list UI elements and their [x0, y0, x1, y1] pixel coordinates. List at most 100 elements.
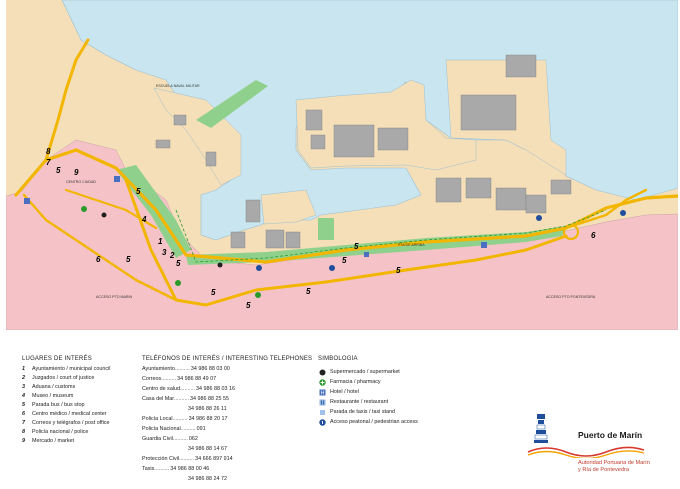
phone-item: Taxis..........34 986 88 00 46	[142, 465, 209, 473]
interest-number: 3	[22, 384, 25, 390]
interest-text: Juzgados / court of justice	[32, 375, 95, 381]
symbol-text: Farmacia / pharmacy	[330, 379, 381, 385]
phone-leader-dots: ..........	[180, 426, 196, 432]
marker-4: 4	[141, 215, 147, 224]
hotel-icon	[114, 176, 120, 182]
phone-item: Casa del Mar..........34 986 88 25 55	[142, 395, 229, 403]
interest-text: Ayuntamiento / municipal council	[32, 366, 111, 372]
phone-item: Correos..........34 986 88 49 07	[142, 375, 216, 383]
hotel-icon	[24, 198, 30, 204]
interest-number: 6	[22, 411, 25, 417]
marker-5a: 5	[56, 166, 61, 175]
phone-item: 34 986 88 14 67	[142, 445, 227, 453]
symbols-title: SIMBOLOGIA	[318, 356, 358, 362]
phone-item: Guardia Civil..........062	[142, 435, 198, 443]
interest-text: Correos y telégrafos / post office	[32, 420, 110, 426]
phone-number: 34 666 897 914	[195, 456, 233, 462]
symbol-text: Acceso peatonal / pedestrian access	[330, 419, 418, 425]
pharmacy-icon	[318, 378, 326, 386]
interest-number: 2	[22, 375, 25, 381]
marker-5c: 5	[126, 255, 131, 264]
supermarket-icon	[318, 368, 326, 376]
symbol-text: Parada de taxis / taxi stand	[330, 409, 396, 415]
north-access-road	[44, 38, 90, 162]
phone-item: Ayuntamiento..........34 986 88 03 00	[142, 365, 230, 373]
lower-road	[22, 193, 178, 302]
phone-leader-dots: ..........	[161, 376, 177, 382]
map-symbols	[24, 176, 626, 298]
south-access-road	[124, 178, 568, 307]
phone-number: 34 986 88 25 55	[190, 396, 230, 402]
interest-text: Mercado / market	[32, 438, 74, 444]
phone-name: Policía Nacional	[142, 426, 181, 432]
marker-5b: 5	[136, 187, 141, 196]
phone-leader-dots: ..........	[154, 466, 170, 472]
phone-number: 34 986 88 26 11	[188, 406, 227, 412]
label-escuela-naval: ESCUELA NAVAL MILITAR	[156, 84, 200, 88]
interest-number: 9	[22, 438, 25, 444]
pier-south	[260, 189, 317, 225]
phone-name: Ayuntamiento	[142, 366, 175, 372]
phones-title: TELÉFONOS DE INTERÉS / INTERESTING TELEP…	[142, 356, 313, 362]
symbol-item: Parada de taxis / taxi stand	[318, 408, 395, 416]
marker-6a: 6	[96, 255, 101, 264]
phone-item: Centro de salud..........34 986 88 03 16	[142, 385, 235, 393]
phone-leader-dots: ..........	[180, 386, 196, 392]
interest-item: 9 Mercado / market	[22, 437, 74, 445]
marker-9: 9	[74, 168, 79, 177]
interest-number: 7	[22, 420, 25, 426]
interest-item: 6 Centro médico / medical center	[22, 410, 107, 418]
phone-leader-dots: ..........	[174, 396, 190, 402]
green-patch	[318, 218, 334, 240]
phone-name: Casa del Mar	[142, 396, 175, 402]
marker-5f: 5	[306, 287, 311, 296]
phone-name: Policía Local	[142, 416, 173, 422]
phone-number: 34 986 88 20 17	[188, 416, 228, 422]
restaurant-icon	[318, 398, 326, 406]
port-boundary	[175, 209, 607, 263]
pedestrian-access-icon	[318, 418, 326, 426]
phone-item: Policía Local..........34 986 88 20 17	[142, 415, 228, 423]
restaurant-icon	[364, 252, 369, 257]
phone-name: Correos	[142, 376, 162, 382]
symbol-text: Hotel / hotel	[330, 389, 359, 395]
symbol-item: Acceso peatonal / pedestrian access	[318, 418, 418, 426]
phone-name: Guardia Civil	[142, 436, 173, 442]
phone-leader-dots: ..........	[179, 456, 195, 462]
marker-5d: 5	[211, 288, 216, 297]
interest-text: Centro médico / medical center	[32, 411, 107, 417]
label-pta-arriba: PTA DE ARRIBA	[398, 243, 425, 247]
interest-text: Parada bus / bus stop	[32, 402, 85, 408]
connector-road	[64, 188, 158, 230]
pedestrian-access-icon	[620, 210, 626, 216]
interest-number: 4	[22, 393, 25, 399]
interest-item: 4 Museo / museum	[22, 392, 73, 400]
green-strip-north	[196, 80, 268, 128]
pharmacy-icon	[175, 280, 181, 286]
marker-2: 2	[169, 251, 175, 260]
pedestrian-access-icon	[329, 265, 335, 271]
interest-text: Museo / museum	[32, 393, 74, 399]
phone-item: 34 986 88 24 72	[142, 475, 227, 483]
brand-subtitle: Autoridad Portuaria de Marín y Ría de Po…	[578, 460, 650, 474]
pharmacy-icon	[255, 292, 261, 298]
marker-5i: 5	[342, 256, 347, 265]
interest-title: LUGARES DE INTERÉS	[22, 356, 92, 362]
symbol-item: H Hotel / hotel	[318, 388, 359, 396]
phone-leader-dots: ..........	[174, 366, 190, 372]
supermarket-icon	[101, 212, 107, 218]
svg-text:H: H	[320, 390, 324, 396]
brand-title: Puerto de Marín	[578, 430, 643, 440]
phone-leader-dots: ..........	[172, 436, 188, 442]
east-link	[564, 188, 648, 230]
marker-5g: 5	[176, 259, 181, 268]
phone-item: Protección Civil..........34 666 897 914	[142, 455, 233, 463]
phone-number: 34 986 88 03 16	[196, 386, 236, 392]
main-road	[14, 148, 678, 264]
phone-name: Protección Civil	[142, 456, 180, 462]
lighthouse-logo-icon	[534, 414, 548, 443]
